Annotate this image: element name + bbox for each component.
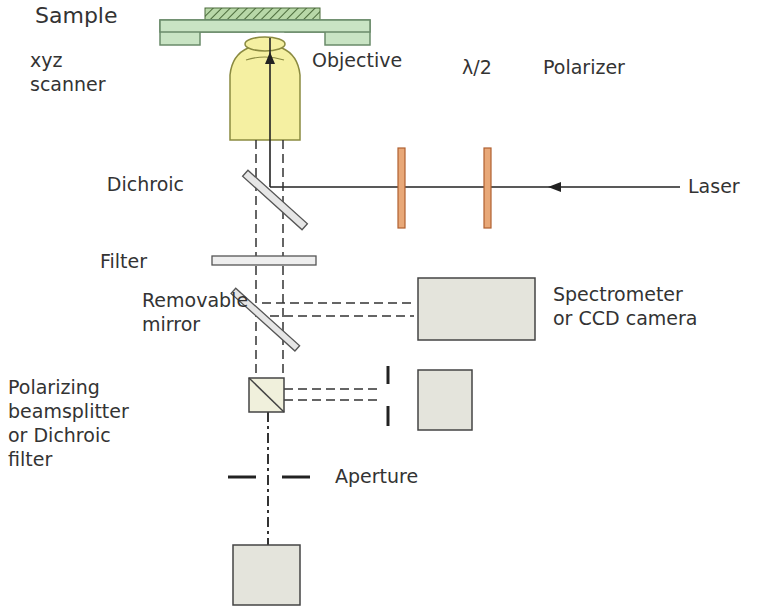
part-label: xyz scanner bbox=[30, 48, 62, 96]
half-wave-plate bbox=[398, 148, 405, 228]
part-label: λ/2 bbox=[462, 55, 494, 79]
aperture-blade bbox=[387, 406, 390, 426]
part-label: Aperture bbox=[335, 464, 421, 488]
detector-box bbox=[233, 545, 300, 605]
part-label: Removable mirror bbox=[142, 288, 174, 336]
objective-lens bbox=[245, 37, 285, 51]
beamsplitter-diagonal bbox=[249, 378, 284, 412]
sample-layer bbox=[205, 8, 320, 20]
laser-beam bbox=[270, 186, 680, 188]
aperture-blade bbox=[387, 366, 390, 384]
spectrometer-beam bbox=[270, 315, 414, 317]
spectrometer-box bbox=[418, 278, 535, 340]
objective-lens-curve bbox=[246, 57, 284, 60]
part-label: Filter bbox=[100, 249, 150, 273]
part-label: Dichroic bbox=[104, 172, 184, 196]
part-label: Laser bbox=[688, 174, 742, 198]
stage-plate bbox=[160, 20, 370, 32]
beamsplitter-cube bbox=[249, 378, 284, 412]
part-label: Polarizing beamsplitter or Dichroic filt… bbox=[8, 375, 114, 471]
objective-body bbox=[230, 48, 300, 140]
laser-arrowhead bbox=[548, 182, 561, 192]
reflected-beam bbox=[284, 388, 382, 390]
transmitted-beam bbox=[267, 412, 269, 545]
part-label: Sample bbox=[35, 2, 120, 30]
dichroic-mirror bbox=[243, 170, 308, 229]
part-label: Polarizer bbox=[543, 55, 627, 79]
removable-mirror bbox=[231, 288, 300, 351]
part-label: Spectrometer or CCD camera bbox=[553, 282, 701, 330]
detector-box bbox=[418, 370, 472, 430]
polarizer-plate bbox=[484, 148, 491, 228]
part-label: Objective bbox=[312, 48, 405, 72]
reflected-beam bbox=[284, 399, 382, 401]
spectrometer-beam bbox=[262, 302, 414, 304]
aperture-blade bbox=[228, 476, 256, 479]
filter-plate bbox=[212, 256, 316, 265]
beam-arrowhead bbox=[265, 52, 275, 64]
aperture-blade bbox=[282, 476, 310, 479]
